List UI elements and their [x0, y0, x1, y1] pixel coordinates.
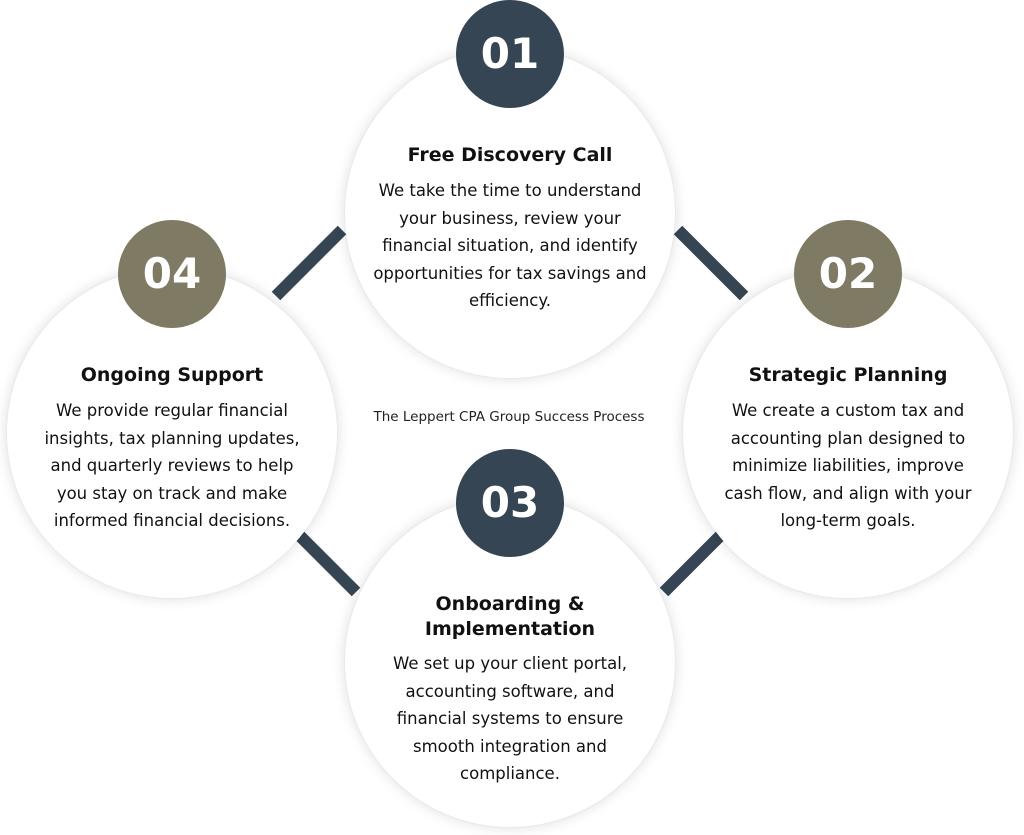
step-title: Onboarding & Implementation	[424, 593, 596, 640]
step-circle-02: Strategic Planning We create a custom ta…	[683, 268, 1013, 598]
connector-04-03	[295, 531, 361, 597]
step-title: Ongoing Support	[80, 364, 264, 386]
connector-01-02	[673, 225, 749, 301]
process-caption: The Leppert CPA Group Success Process	[373, 409, 645, 425]
step-circle-03: Onboarding & Implementation We set up yo…	[345, 497, 675, 827]
step-number-badge-04: 04	[118, 220, 226, 328]
step-description: We provide regular financial insights, t…	[44, 401, 300, 530]
step-title: Strategic Planning	[748, 364, 948, 386]
step-description: We create a custom tax and accounting pl…	[724, 401, 972, 530]
step-title: Free Discovery Call	[407, 144, 613, 166]
step-number-badge-03: 03	[456, 449, 564, 557]
step-description: We take the time to understand your busi…	[373, 181, 647, 310]
connector-01-04	[271, 225, 347, 301]
step-description: We set up your client portal, accounting…	[392, 654, 628, 783]
step-number-badge-02: 02	[794, 220, 902, 328]
connector-02-03	[659, 531, 725, 597]
step-number-badge-01: 01	[456, 0, 564, 108]
